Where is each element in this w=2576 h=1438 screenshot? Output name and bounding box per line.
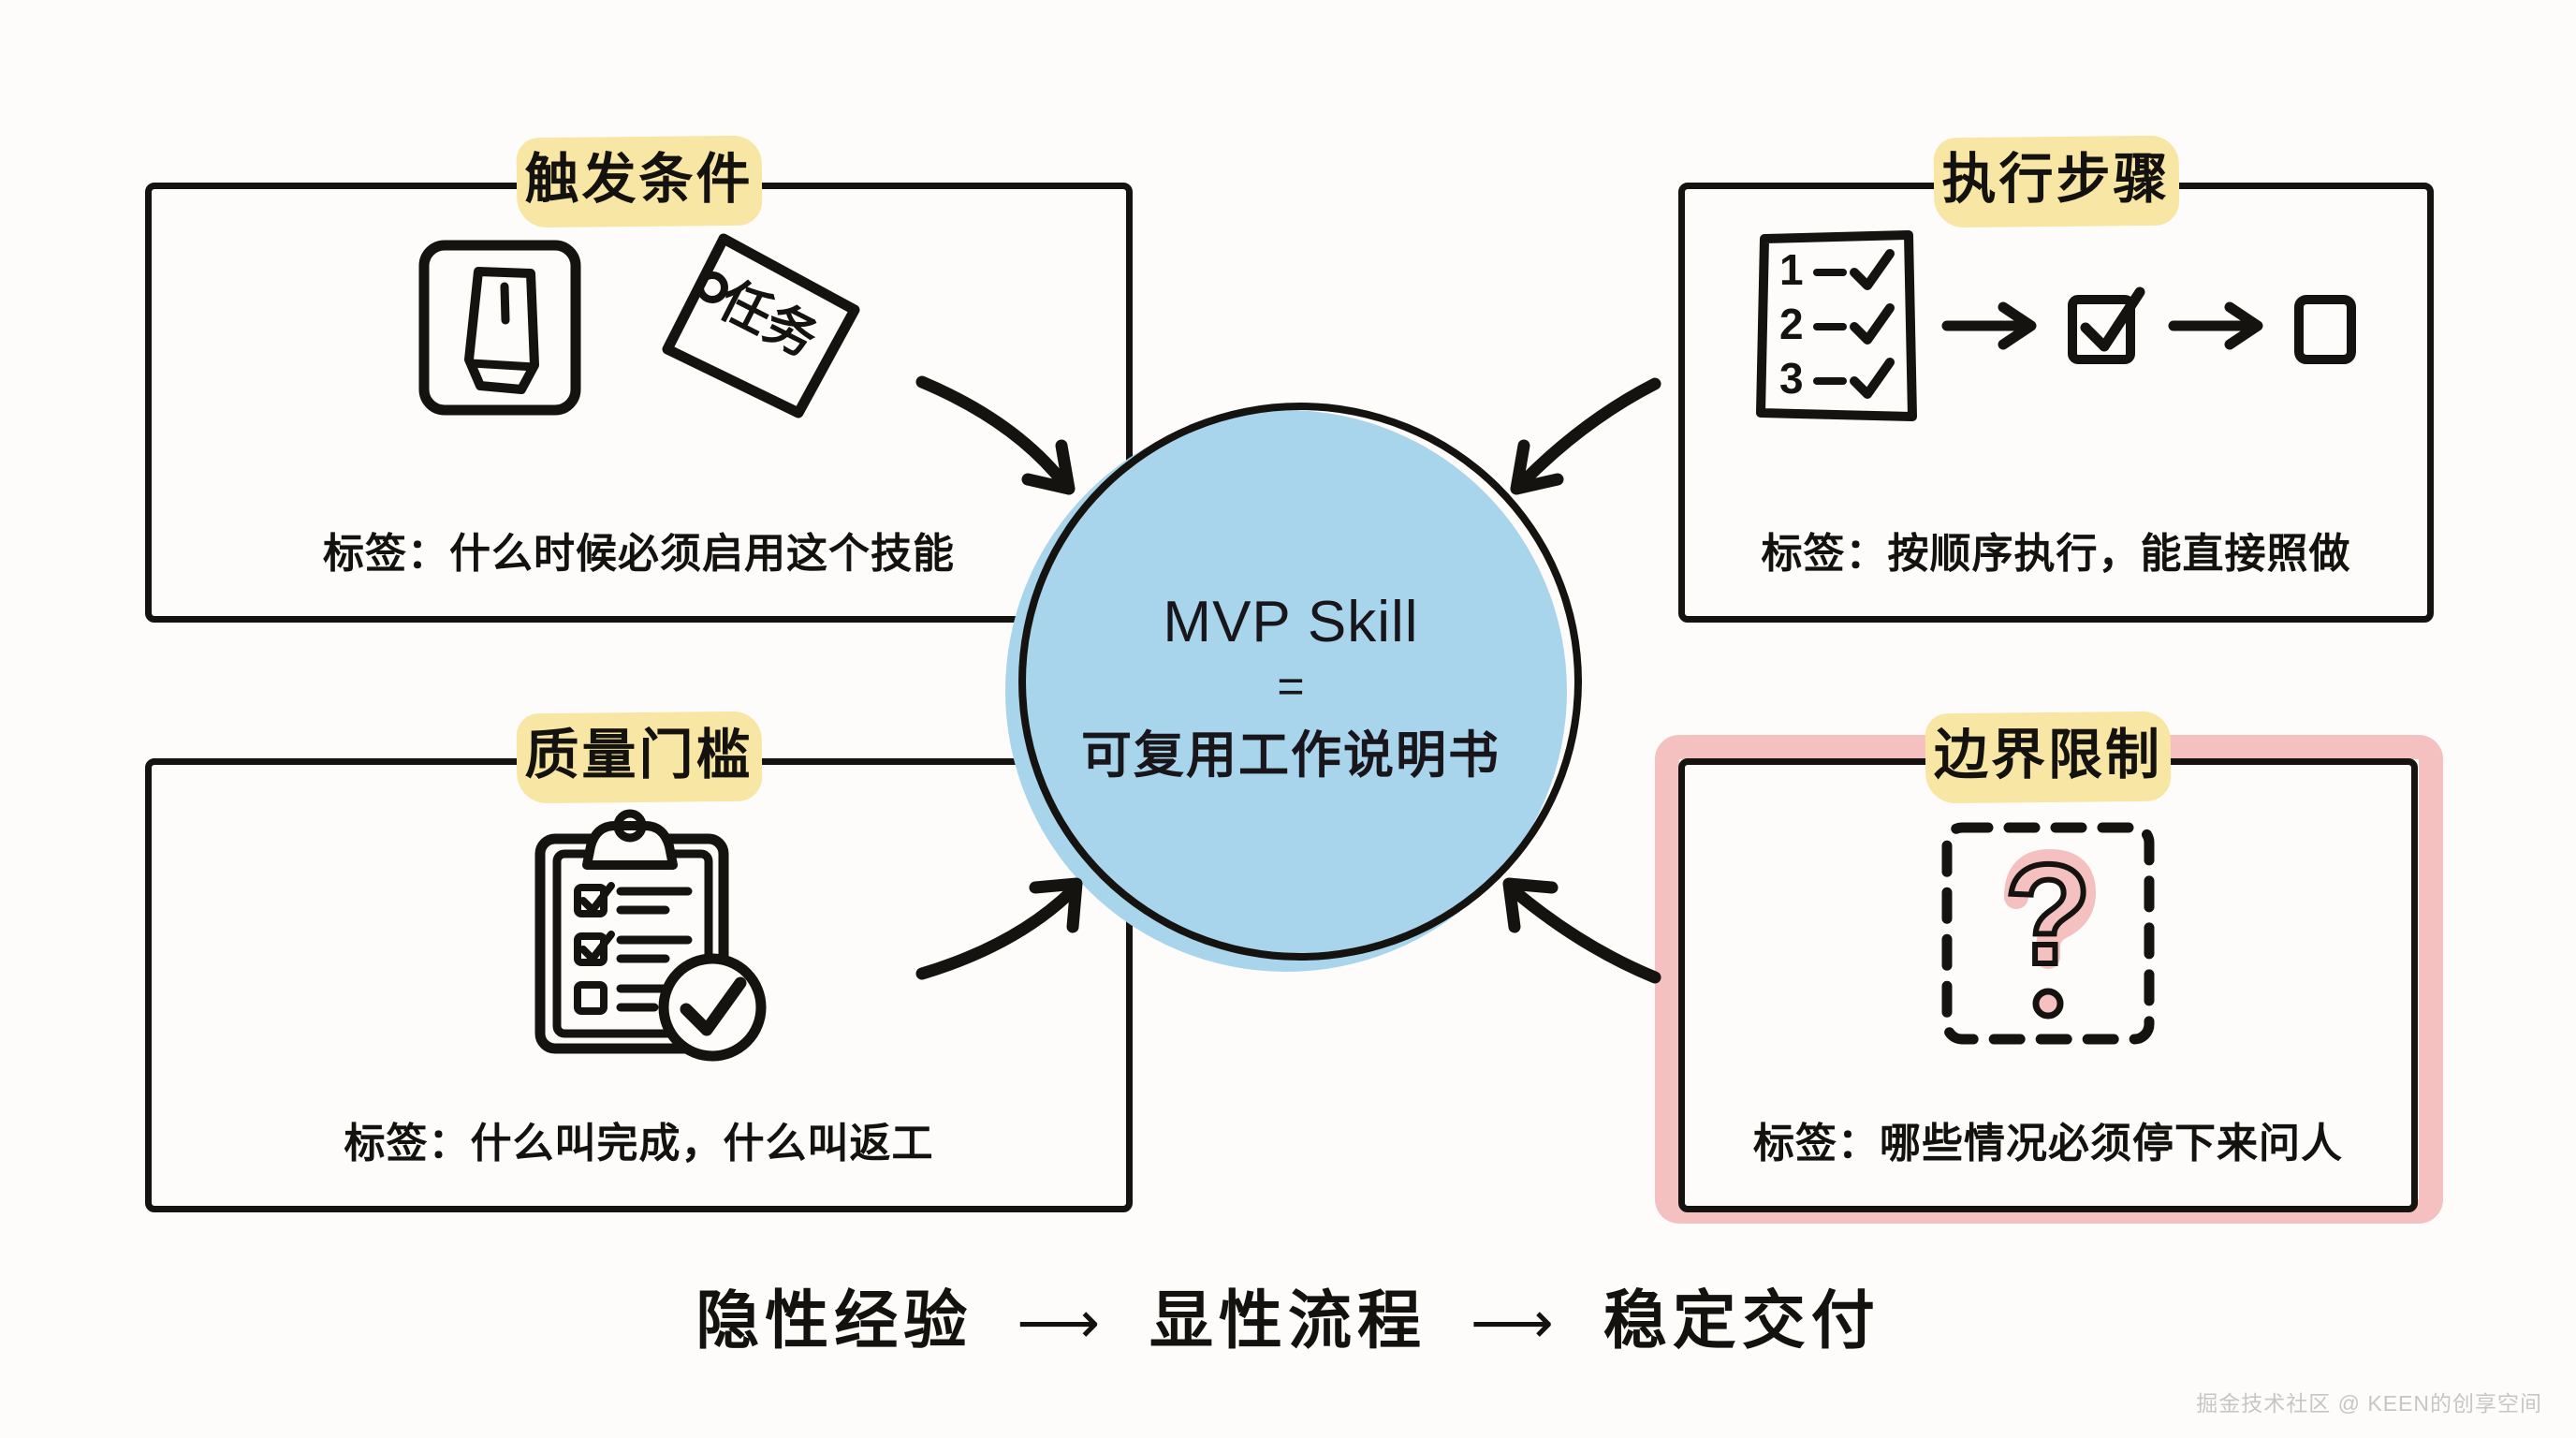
card-steps-caption: 标签：按顺序执行，能直接照做 — [1761, 531, 2351, 577]
circle-line-3: 可复用工作说明书 — [1081, 727, 1500, 784]
numbered-checklist-icon: 1 2 3 — [1749, 226, 1923, 427]
summary-banner: 隐性经验 ⟶ 显性流程 ⟶ 稳定交付 — [0, 1269, 2576, 1361]
dashed-box-question-icon: ? — [1936, 816, 2160, 1050]
empty-box-icon — [2290, 279, 2363, 373]
arrow-right-icon — [1941, 298, 2044, 354]
card-trigger-art: 任务 — [145, 220, 1133, 435]
banner-part-3: 稳定交付 — [1603, 1285, 1881, 1357]
card-boundary-frame — [1678, 758, 2418, 1212]
toggle-switch-icon — [411, 234, 589, 421]
card-trigger-caption: 标签：什么时候必须启用这个技能 — [323, 531, 955, 577]
arrow-right-icon — [2168, 298, 2271, 354]
center-circle[interactable]: MVP Skill = 可复用工作说明书 — [1005, 403, 1582, 974]
card-trigger-title: 触发条件 — [500, 135, 777, 228]
task-tag-icon: 任务 — [634, 229, 868, 426]
card-boundary-title-text: 边界限制 — [1933, 725, 2163, 785]
card-quality-title: 质量门槛 — [500, 711, 777, 804]
circle-outline — [1018, 403, 1582, 961]
card-trigger-title-text: 触发条件 — [524, 149, 754, 210]
banner-part-2: 显性流程 — [1149, 1285, 1427, 1357]
circle-text: MVP Skill = 可复用工作说明书 — [1005, 403, 1576, 974]
card-steps-title: 执行步骤 — [1917, 135, 2194, 228]
clipboard-check-icon — [499, 796, 780, 1067]
banner-part-1: 隐性经验 — [695, 1285, 973, 1357]
card-steps-art: 1 2 3 — [1678, 218, 2434, 433]
banner-arrow-2-icon: ⟶ — [1470, 1291, 1559, 1356]
card-steps-title-text: 执行步骤 — [1941, 149, 2171, 210]
watermark: 掘金技术社区 @ KEEN的创享空间 — [2196, 1391, 2542, 1416]
card-quality-art — [145, 796, 1133, 1067]
checklist-number-1: 1 — [1779, 244, 1804, 294]
circle-line-2: = — [1277, 660, 1305, 712]
card-quality-title-text: 质量门槛 — [524, 725, 754, 785]
card-quality-caption: 标签：什么叫完成，什么叫返工 — [344, 1121, 934, 1167]
card-steps[interactable]: 执行步骤 1 2 3 — [1678, 135, 2434, 623]
question-mark-glyph: ? — [2002, 835, 2095, 994]
card-trigger[interactable]: 触发条件 任务 标签：什么时候必须启用这个技能 — [145, 135, 1133, 623]
card-boundary[interactable]: 边界限制 ? 标签：哪些情况必须停下来问人 — [1678, 711, 2418, 1212]
card-boundary-art: ? — [1678, 816, 2418, 1050]
checklist-number-3: 3 — [1779, 353, 1804, 403]
card-boundary-caption: 标签：哪些情况必须停下来问人 — [1753, 1121, 2343, 1167]
card-quality[interactable]: 质量门槛 — [145, 711, 1133, 1212]
banner-arrow-1-icon: ⟶ — [1017, 1291, 1106, 1356]
checked-box-icon — [2063, 279, 2149, 373]
checklist-number-2: 2 — [1779, 299, 1804, 348]
circle-line-1: MVP Skill — [1163, 590, 1419, 654]
card-steps-frame — [1678, 183, 2434, 623]
card-boundary-title: 边界限制 — [1910, 711, 2187, 804]
